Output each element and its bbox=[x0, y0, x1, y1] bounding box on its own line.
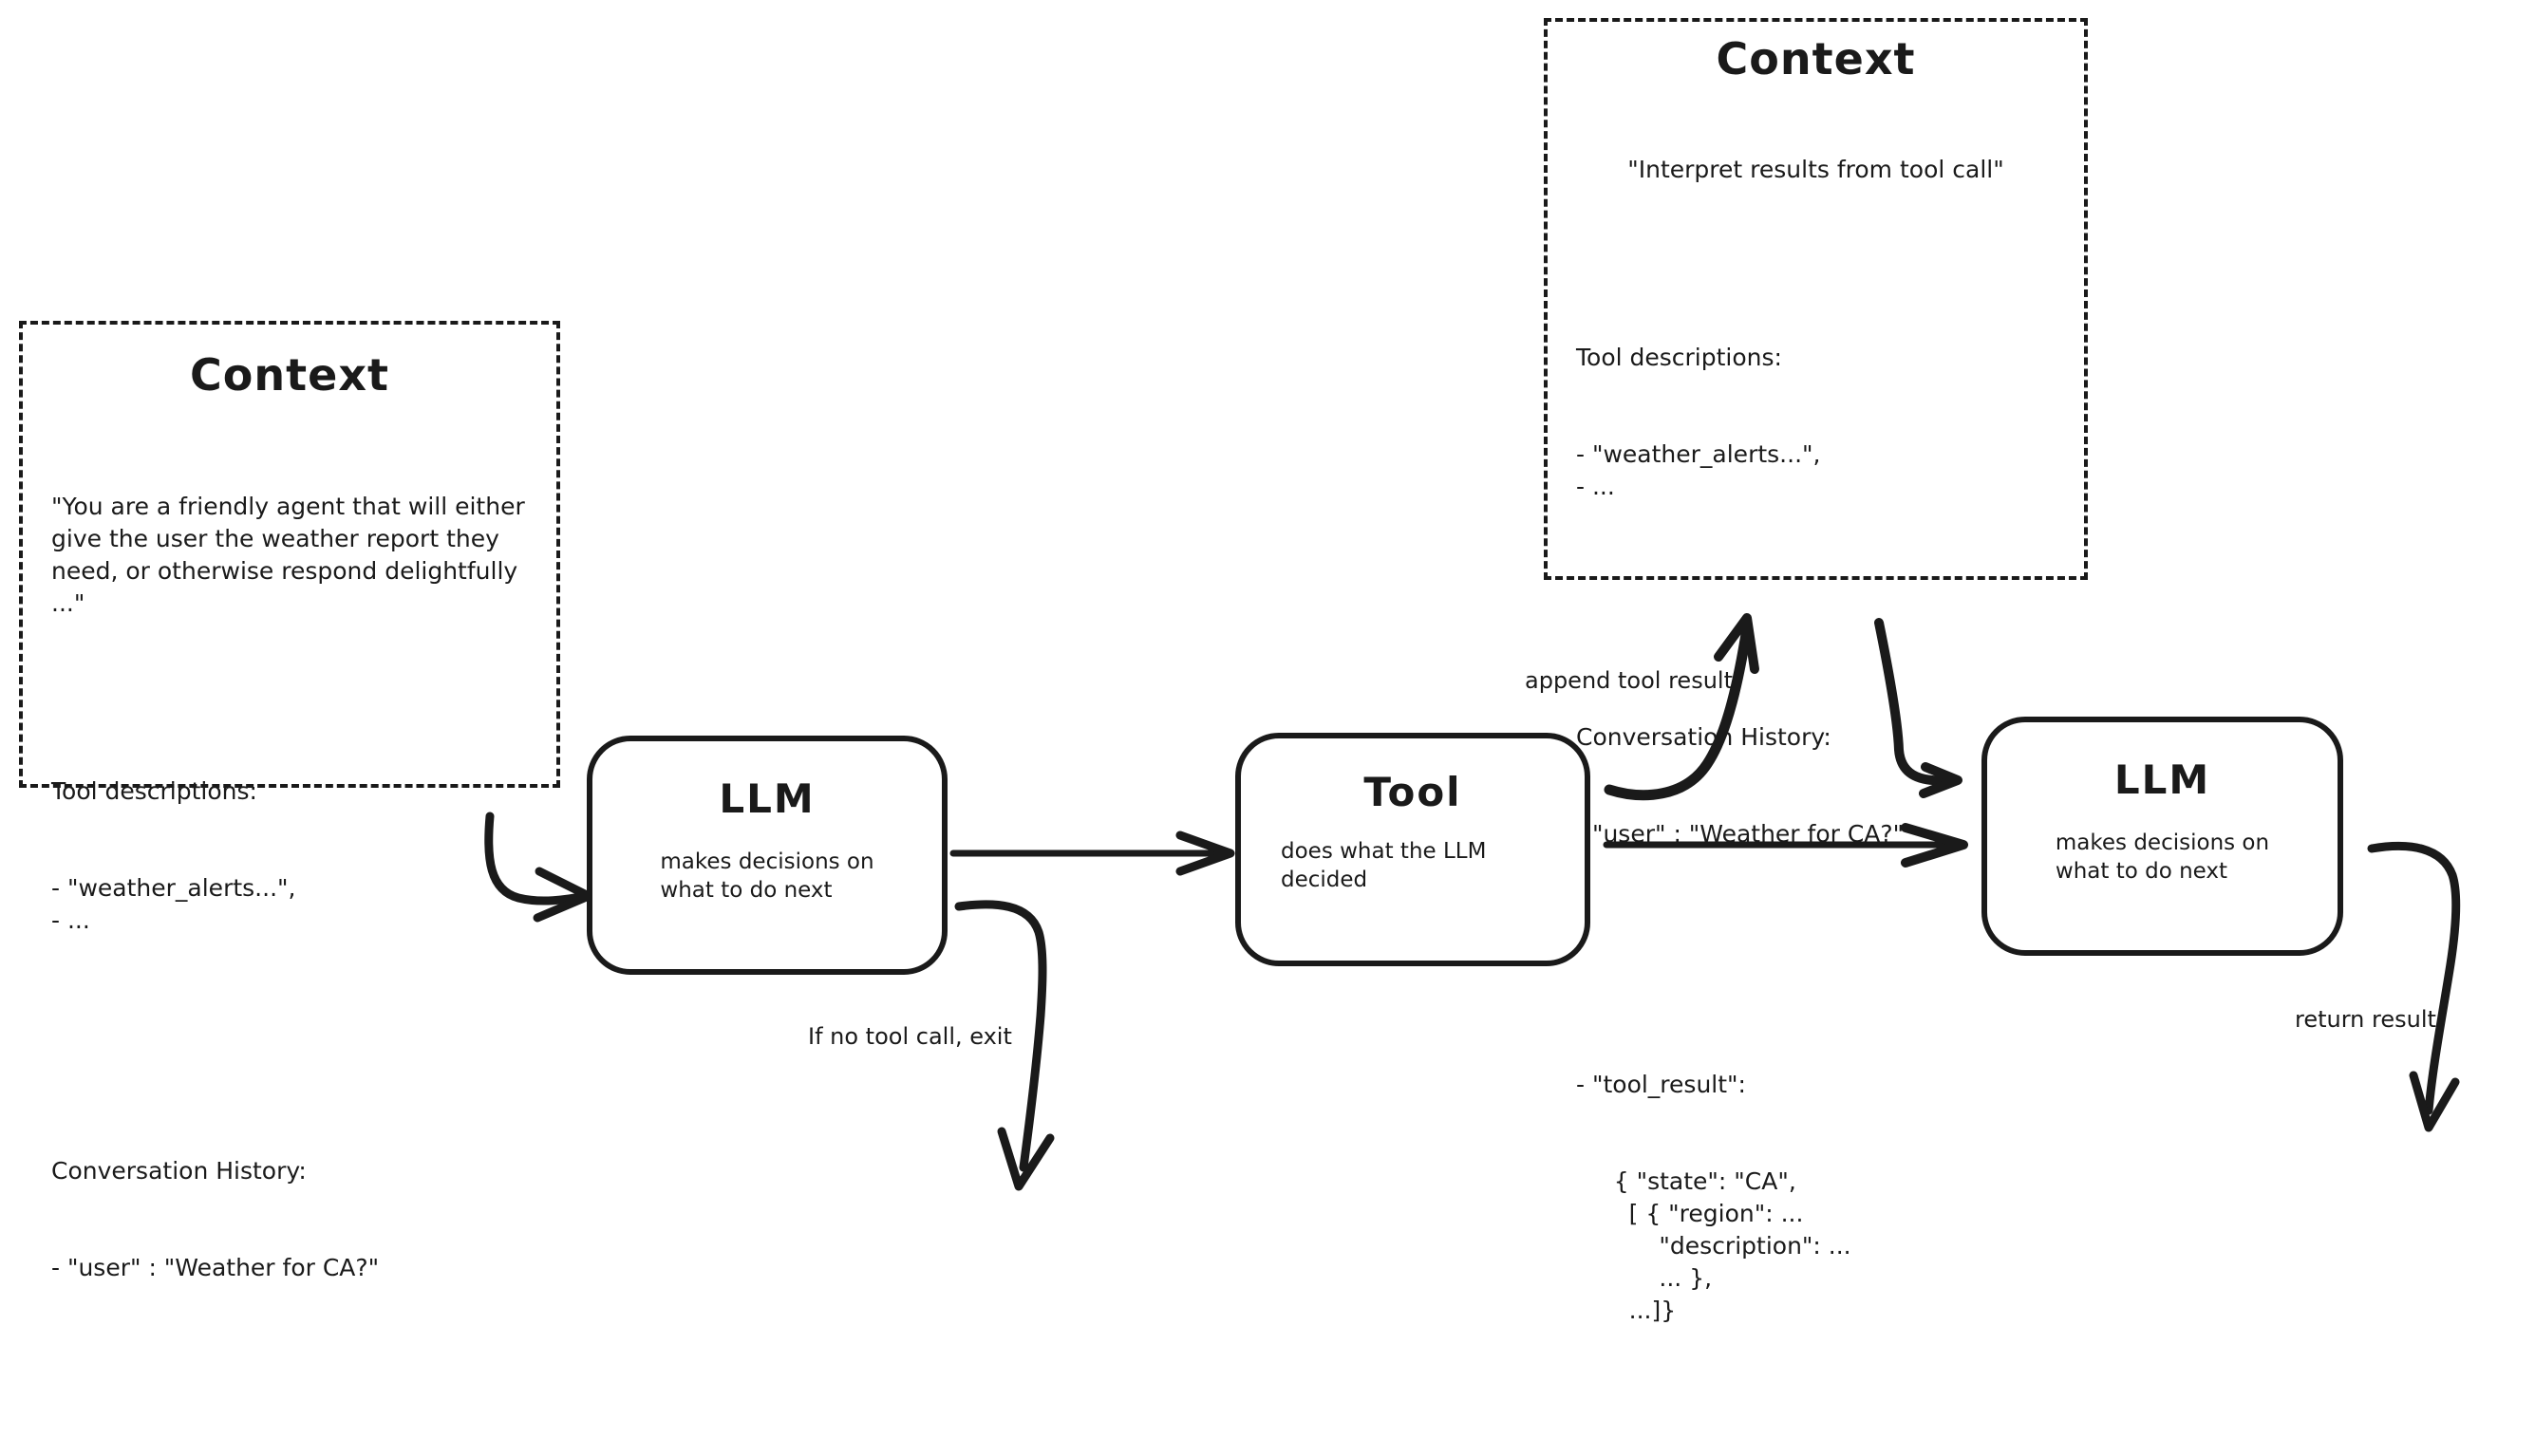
context-right-tool-descriptions-items: - "weather_alerts...", - ... bbox=[1576, 439, 1821, 500]
node-llm-first[interactable]: LLM makes decisions on what to do next bbox=[587, 736, 948, 975]
context-right-tool-result-json: { "state": "CA", [ { "region": ... "desc… bbox=[1613, 1167, 1851, 1324]
context-right-system-prompt: "Interpret results from tool call" bbox=[1627, 155, 2004, 183]
context-right-tool-result: - "tool_result": { "state": "CA", [ { "r… bbox=[1576, 1004, 2056, 1391]
node-tool[interactable]: Tool does what the LLM decided bbox=[1235, 733, 1590, 966]
node-tool-title: Tool bbox=[1363, 769, 1462, 815]
context-left-conversation-items: - "user" : "Weather for CA?" bbox=[51, 1253, 380, 1281]
context-box-after-tool: Context "Interpret results from tool cal… bbox=[1544, 18, 2088, 1324]
edge-label-return-result: return result bbox=[2295, 1006, 2436, 1033]
edge-label-exit: If no tool call, exit bbox=[808, 1023, 1012, 1050]
context-left-body: "You are a friendly agent that will eith… bbox=[23, 426, 556, 1413]
edge-append-tool-result bbox=[1604, 613, 1759, 801]
node-llm-first-title: LLM bbox=[719, 775, 816, 822]
connector-layer bbox=[484, 613, 2461, 1191]
node-llm-second-title: LLM bbox=[2113, 756, 2211, 803]
edge-tool-to-llm2 bbox=[1603, 823, 1968, 868]
context-right-conversation-heading: Conversation History: bbox=[1576, 722, 1831, 751]
context-right-conversation-history: Conversation History: - "user" : "Weathe… bbox=[1576, 657, 2056, 915]
context-left-tool-descriptions: Tool descriptions: - "weather_alerts..."… bbox=[51, 711, 528, 1001]
node-llm-second-subtitle: makes decisions on what to do next bbox=[2055, 831, 2270, 884]
context-left-title: Context bbox=[190, 349, 389, 401]
edge-return-result bbox=[2367, 841, 2461, 1132]
edge-exit bbox=[954, 900, 1055, 1191]
context-right-title: Context bbox=[1716, 33, 1916, 84]
context-left-tool-descriptions-heading: Tool descriptions: bbox=[51, 776, 257, 805]
node-llm-first-subtitle: makes decisions on what to do next bbox=[660, 849, 874, 903]
diagram-canvas: Context "You are a friendly agent that w… bbox=[19, 18, 2461, 1324]
context-right-tool-descriptions-heading: Tool descriptions: bbox=[1576, 343, 1782, 371]
node-llm-second[interactable]: LLM makes decisions on what to do next bbox=[1981, 717, 2343, 956]
context-right-tool-result-heading: - "tool_result": bbox=[1576, 1070, 1746, 1098]
context-left-tool-descriptions-items: - "weather_alerts...", - ... bbox=[51, 873, 296, 934]
edge-label-append-tool-result: append tool result bbox=[1525, 667, 1733, 694]
edge-context-to-llm2 bbox=[1874, 618, 1962, 798]
context-left-conversation-heading: Conversation History: bbox=[51, 1156, 307, 1185]
edge-llm1-to-tool bbox=[949, 831, 1235, 876]
context-left-system-prompt: "You are a friendly agent that will eith… bbox=[51, 492, 533, 617]
context-left-conversation-history: Conversation History: - "user" : "Weathe… bbox=[51, 1091, 528, 1349]
node-tool-subtitle: does what the LLM decided bbox=[1281, 839, 1487, 892]
context-right-tool-descriptions: Tool descriptions: - "weather_alerts..."… bbox=[1576, 277, 2056, 568]
context-box-initial: Context "You are a friendly agent that w… bbox=[19, 321, 560, 1281]
